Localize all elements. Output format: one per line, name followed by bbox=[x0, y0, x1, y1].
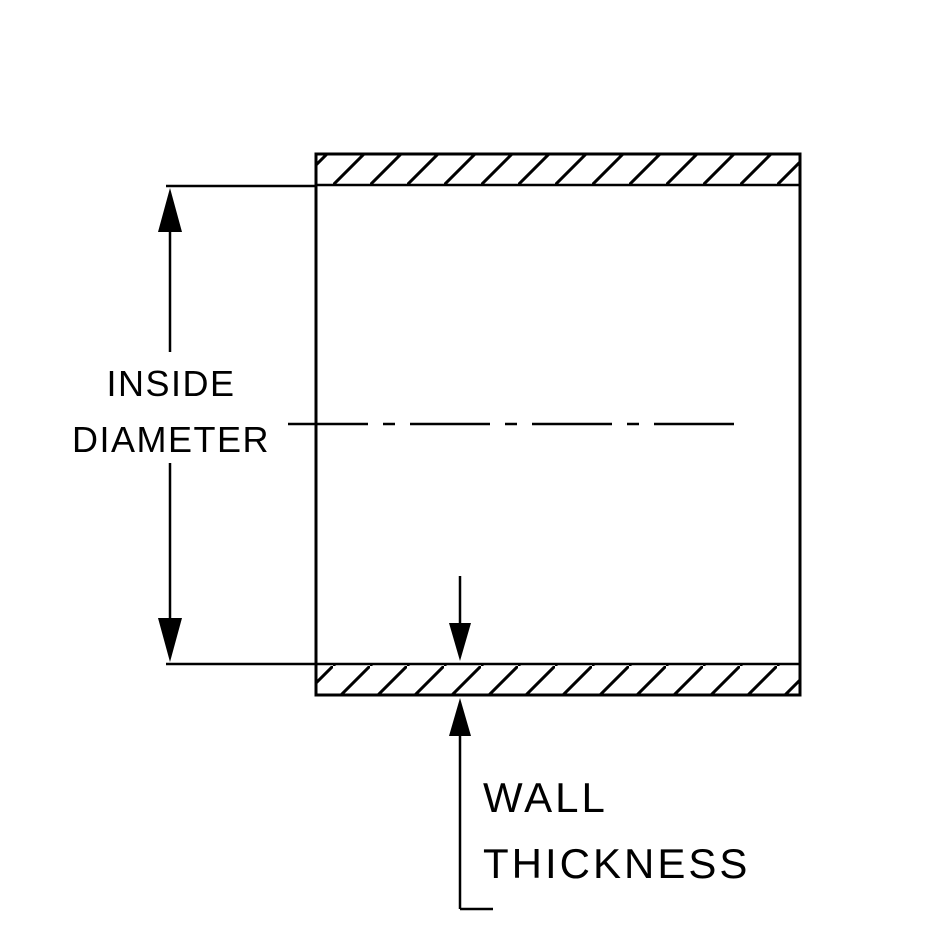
inside-diameter-label-line1: INSIDE bbox=[106, 363, 235, 404]
bottom-wall-hatch bbox=[316, 664, 800, 695]
top-wall-hatch bbox=[316, 154, 800, 185]
id-arrowhead-up bbox=[158, 188, 182, 232]
inside-diameter-label-line2: DIAMETER bbox=[72, 419, 270, 460]
id-arrowhead-down bbox=[158, 618, 182, 662]
wall-thickness-label-line1: WALL bbox=[483, 774, 608, 821]
wt-arrowhead-up bbox=[449, 698, 471, 736]
wall-thickness-label-line2: THICKNESS bbox=[483, 840, 750, 887]
wt-arrowhead-down bbox=[449, 623, 471, 661]
